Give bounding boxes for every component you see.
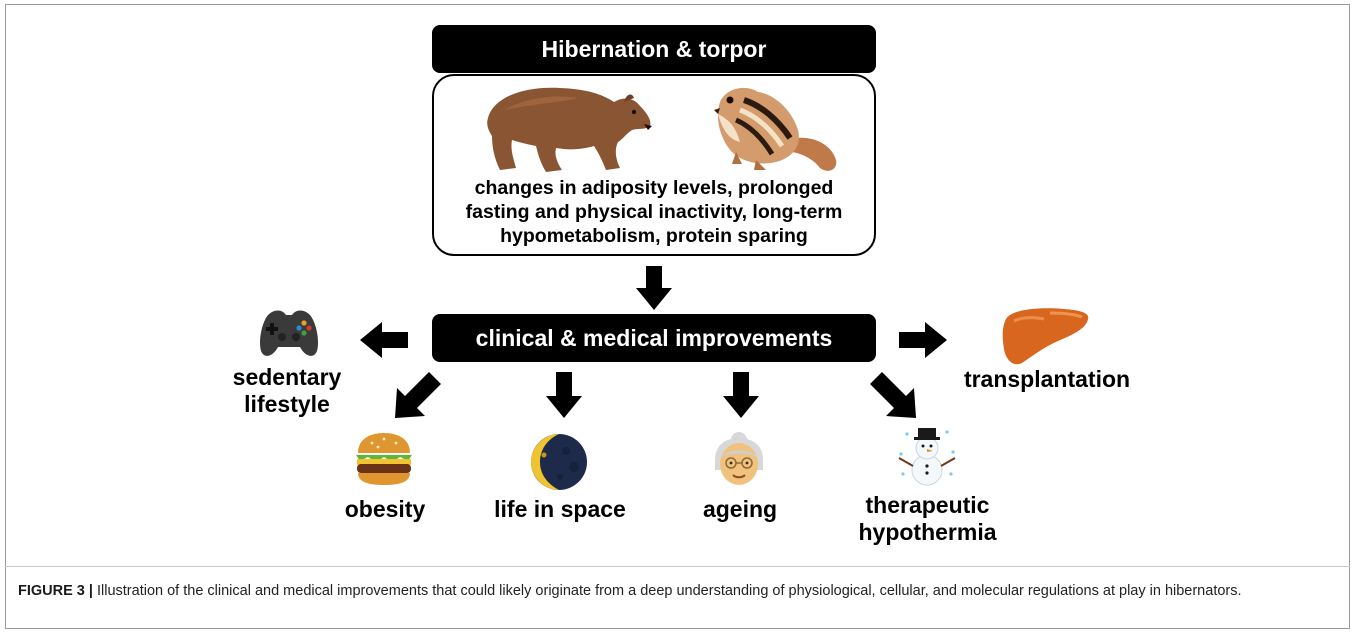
arrow-down-main	[636, 266, 672, 310]
caption-divider	[5, 566, 1350, 567]
burger-icon	[356, 433, 412, 485]
arrow-left	[360, 322, 408, 358]
label-life-in-space: life in space	[494, 496, 626, 522]
label-ageing: ageing	[702, 496, 778, 522]
caption-label: FIGURE 3 |	[18, 583, 93, 599]
figure-frame	[5, 4, 1350, 629]
liver-icon	[1002, 308, 1089, 365]
gamepad-icon	[260, 310, 318, 356]
label-obesity: obesity	[344, 496, 426, 522]
moon-icon	[531, 434, 587, 490]
snowman-icon	[898, 428, 956, 486]
title-bar: Hibernation & torpor	[432, 25, 876, 73]
label-sedentary: sedentary lifestyle	[232, 364, 342, 417]
label-transplantation: transplantation	[963, 366, 1131, 392]
caption-text: Illustration of the clinical and medical…	[92, 583, 1242, 599]
arrow-down-ageing	[723, 372, 759, 418]
info-text: changes in adiposity levels, prolonged f…	[465, 177, 843, 247]
info-box: changes in adiposity levels, prolonged f…	[432, 74, 876, 256]
arrow-down-right	[870, 372, 916, 418]
grandma-icon	[715, 432, 763, 485]
chipmunk-icon	[714, 87, 837, 171]
arrow-right	[899, 322, 947, 358]
bear-icon	[487, 87, 652, 172]
arrow-down-space	[546, 372, 582, 418]
center-bar: clinical & medical improvements	[432, 314, 876, 362]
arrow-down-left	[395, 372, 441, 418]
label-therapeutic-hypothermia: therapeutic hypothermia	[858, 492, 997, 545]
figure-caption: FIGURE 3 | Illustration of the clinical …	[18, 580, 1338, 602]
